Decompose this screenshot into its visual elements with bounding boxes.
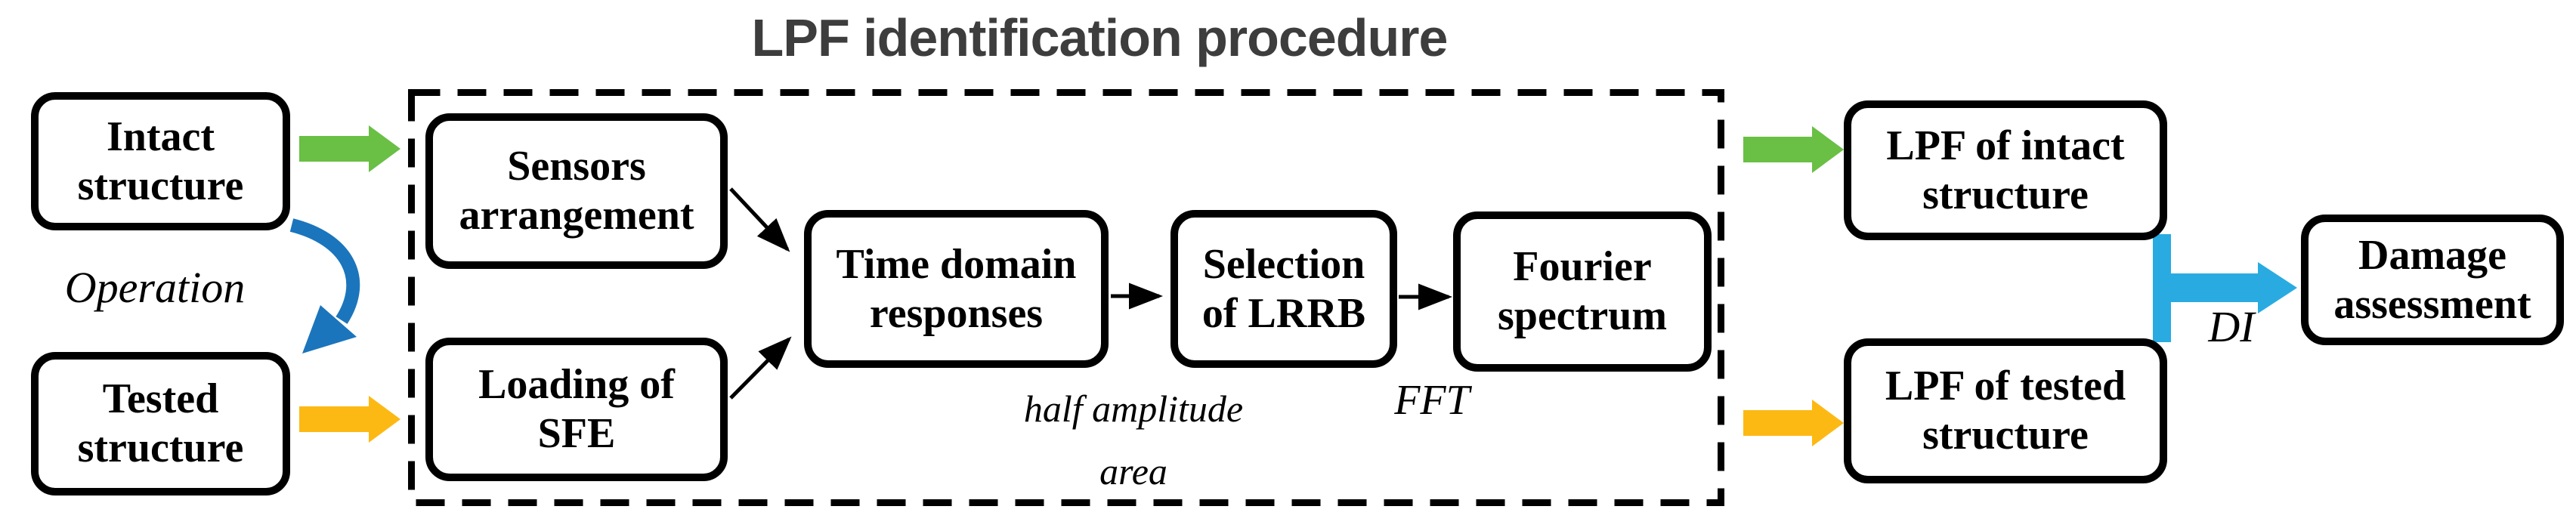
- loading-of-sfe-label-line1: Loading of: [478, 361, 675, 409]
- fourier-spectrum-label-line1: Fourier: [1513, 243, 1652, 291]
- arrow-loading-to-time-domain: [729, 336, 792, 400]
- intact-structure-box: Intact structure: [31, 92, 290, 230]
- cyan-arrow-shaft-icon: [2171, 273, 2258, 302]
- sensors-arrangement-label-line2: arrangement: [459, 192, 694, 239]
- intact-structure-label-line1: Intact: [106, 113, 215, 160]
- selection-of-lrrb-box: Selection of LRRB: [1170, 210, 1397, 368]
- lpf-of-intact-structure-box: LPF of intact structure: [1844, 100, 2167, 240]
- time-domain-responses-label-line2: responses: [869, 289, 1044, 337]
- intact-structure-label-line2: structure: [77, 162, 244, 209]
- operation-label: Operation: [64, 263, 246, 312]
- diagram-title: LPF identification procedure: [751, 8, 1449, 67]
- di-label: DI: [2208, 302, 2255, 351]
- half-amplitude-area-label: half amplitude area: [960, 378, 1307, 503]
- time-domain-responses-label-line1: Time domain: [836, 240, 1077, 288]
- green-arrow-intact-to-procedure-icon: [299, 125, 400, 172]
- tested-structure-label-line2: structure: [77, 424, 244, 471]
- cyan-merge-bar-icon: [2153, 234, 2171, 342]
- lpf-of-tested-structure-box: LPF of tested structure: [1844, 338, 2167, 483]
- procedure-dashed-border: [408, 89, 1724, 506]
- selection-of-lrrb-label-line2: of LRRB: [1201, 289, 1366, 337]
- tested-structure-label-line1: Tested: [102, 375, 219, 423]
- lpf-tested-label-line2: structure: [1922, 412, 2089, 458]
- time-domain-responses-box: Time domain responses: [804, 210, 1109, 368]
- fourier-spectrum-label-line2: spectrum: [1498, 292, 1667, 339]
- damage-assessment-box: Damage assessment: [2301, 215, 2564, 345]
- half-amplitude-label-line1: half amplitude: [1023, 387, 1244, 430]
- fft-label: FFT: [1394, 377, 1470, 424]
- half-amplitude-label-line2: area: [1099, 450, 1167, 492]
- damage-assessment-label-line1: Damage: [2358, 231, 2506, 279]
- loading-of-sfe-box: Loading of SFE: [425, 338, 728, 481]
- yellow-arrow-tested-to-procedure-icon: [299, 396, 400, 443]
- blue-curved-operation-arrowhead-icon: [302, 305, 357, 353]
- selection-of-lrrb-label-line1: Selection: [1202, 240, 1365, 288]
- tested-structure-box: Tested structure: [31, 352, 290, 495]
- lpf-intact-label-line2: structure: [1922, 171, 2089, 218]
- green-arrow-procedure-to-lpf-intact-icon: [1743, 126, 1844, 173]
- loading-of-sfe-label-line2: SFE: [537, 410, 616, 457]
- sensors-arrangement-box: Sensors arrangement: [425, 113, 728, 269]
- lpf-intact-label-line1: LPF of intact: [1886, 122, 2125, 169]
- cyan-arrowhead-to-damage-icon: [2258, 262, 2297, 313]
- damage-assessment-label-line2: assessment: [2333, 280, 2531, 328]
- blue-curved-operation-arrow-icon: [289, 218, 360, 324]
- yellow-arrow-procedure-to-lpf-tested-icon: [1743, 400, 1844, 446]
- sensors-arrangement-label-line1: Sensors: [507, 143, 646, 190]
- fourier-spectrum-box: Fourier spectrum: [1453, 211, 1712, 372]
- lpf-tested-label-line1: LPF of tested: [1885, 363, 2126, 410]
- arrow-sensors-to-time-domain: [729, 187, 790, 252]
